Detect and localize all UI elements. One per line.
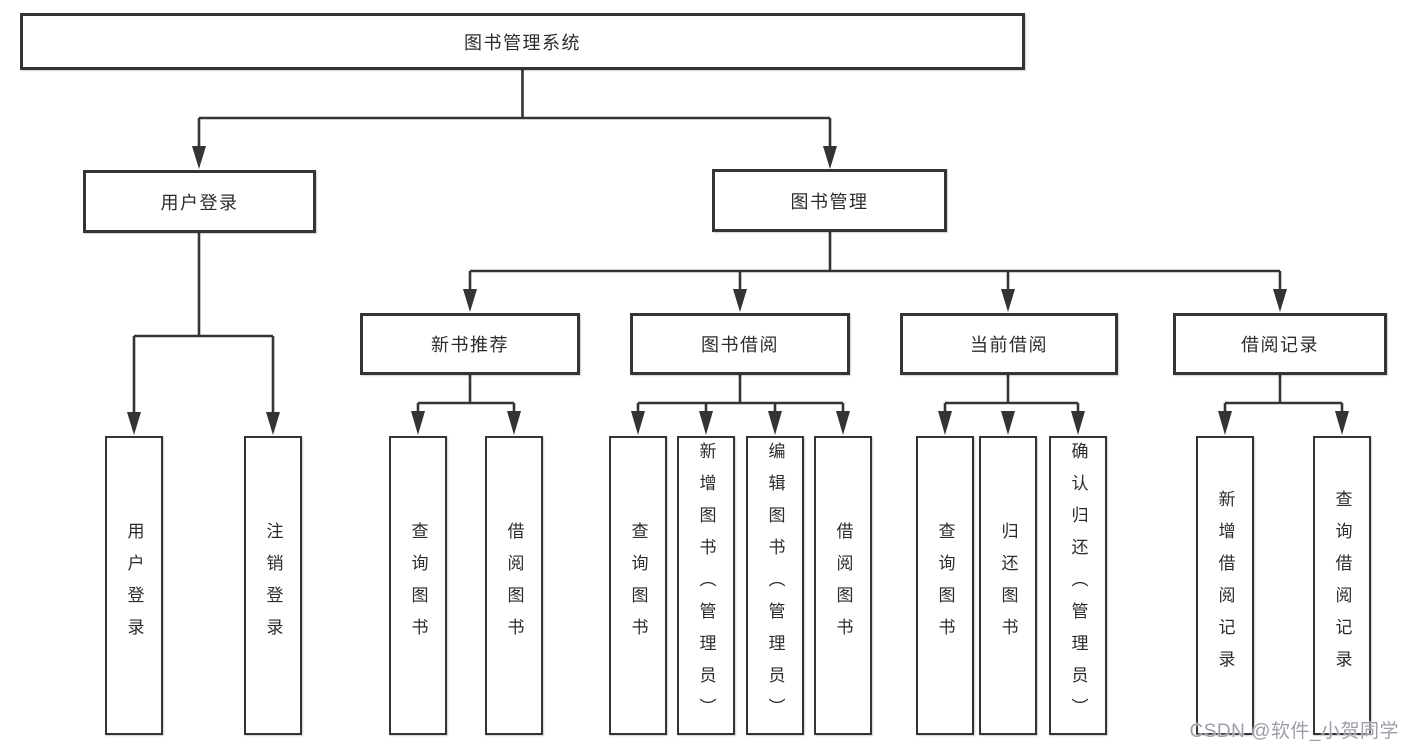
node-record-query-borrow-record: 查询借阅记录: [1313, 436, 1371, 735]
node-label: 确认归还（管理员）: [1068, 441, 1088, 730]
node-record-add-borrow-record: 新增借阅记录: [1196, 436, 1254, 735]
node-label: 借阅图书: [833, 521, 853, 650]
node-label: 用户登录: [160, 192, 239, 213]
node-rec-query-books: 查询图书: [389, 436, 447, 735]
node-borrow-edit-books-admin: 编辑图书（管理员）: [746, 436, 804, 735]
node-label: 新书推荐: [431, 335, 509, 355]
node-label: 归还图书: [998, 521, 1018, 650]
node-label: 查询图书: [628, 521, 648, 650]
node-label: 新增借阅记录: [1215, 489, 1235, 682]
node-label: 查询图书: [408, 521, 428, 650]
node-book-borrow: 图书借阅: [630, 313, 850, 375]
node-label: 用户登录: [124, 521, 144, 650]
node-root-label: 图书管理系统: [464, 32, 581, 53]
node-current-query-books: 查询图书: [916, 436, 974, 735]
node-rec-borrow-books: 借阅图书: [485, 436, 543, 735]
node-borrow-borrow-books: 借阅图书: [814, 436, 872, 735]
node-label: 图书借阅: [701, 335, 779, 355]
node-new-book-recommend: 新书推荐: [360, 313, 580, 375]
node-borrow-query-books: 查询图书: [609, 436, 667, 735]
node-logout: 注销登录: [244, 436, 302, 735]
node-label: 图书管理: [790, 191, 869, 212]
node-label: 新增图书（管理员）: [696, 441, 716, 730]
node-borrow-record: 借阅记录: [1173, 313, 1387, 375]
node-current-return-books: 归还图书: [979, 436, 1037, 735]
node-book-management-group: 图书管理: [712, 169, 947, 232]
node-label: 当前借阅: [970, 335, 1048, 355]
node-label: 编辑图书（管理员）: [765, 441, 785, 730]
node-label: 借阅记录: [1241, 335, 1319, 355]
node-label: 查询借阅记录: [1332, 489, 1352, 682]
node-label: 查询图书: [935, 521, 955, 650]
node-label: 借阅图书: [504, 521, 524, 650]
node-borrow-add-books-admin: 新增图书（管理员）: [677, 436, 735, 735]
node-user-login: 用户登录: [105, 436, 163, 735]
node-root: 图书管理系统: [20, 13, 1025, 70]
node-user-login-group: 用户登录: [83, 170, 316, 233]
node-current-borrow: 当前借阅: [900, 313, 1118, 375]
node-current-confirm-return-admin: 确认归还（管理员）: [1049, 436, 1107, 735]
node-label: 注销登录: [263, 521, 283, 650]
csdn-watermark: CSDN @软件_小贺同学: [1189, 721, 1399, 742]
